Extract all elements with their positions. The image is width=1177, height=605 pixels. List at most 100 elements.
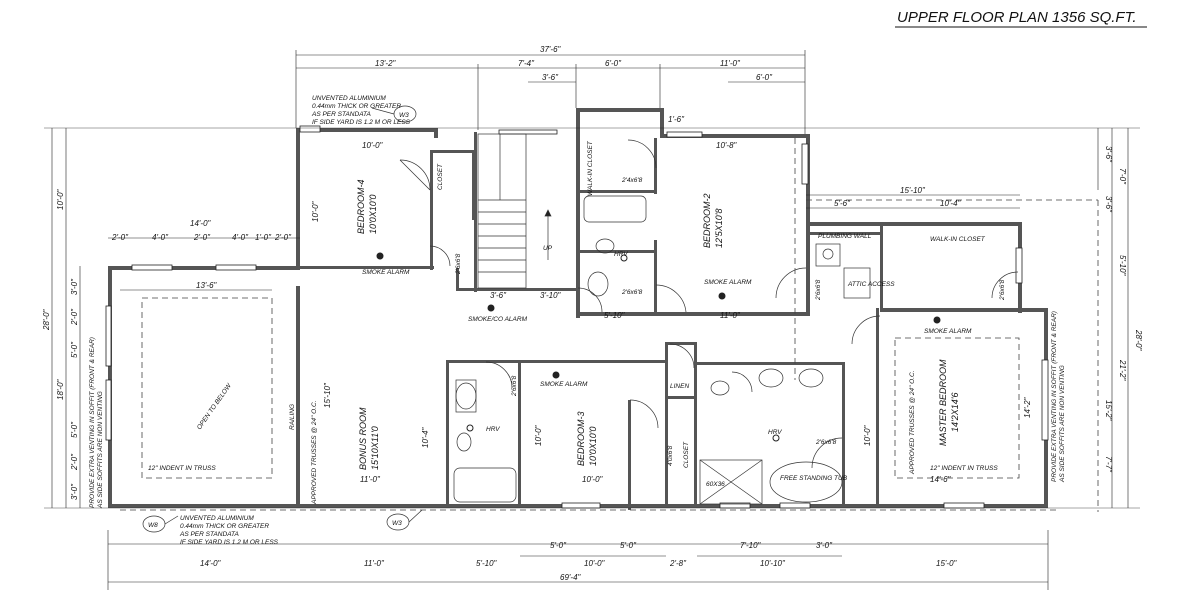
plan-title: UPPER FLOOR PLAN 1356 SQ.FT. (897, 9, 1137, 26)
bonus-room-size: 15'10X11'0 (370, 426, 380, 470)
dim-bot-s2: 5'-0" (620, 541, 637, 550)
dim-b4-width: 10'-0" (362, 141, 384, 150)
door-size-b4: 2'6x6'8 (455, 253, 462, 275)
dim-wic-b: 10'-4" (940, 199, 962, 208)
alu-note-top-2: 0.44mm THICK OR GREATER (312, 103, 401, 110)
dim-top-e: 3'-6" (542, 73, 559, 82)
closet-b3-label: CLOSET (683, 441, 690, 468)
trusses-right-label: APPROVED TRUSSES @ 24" O.C. (909, 370, 916, 475)
alu-note-bottom-4: IF SIDE YARD IS 1.2 M OR LESS (180, 539, 279, 546)
doors (399, 139, 1019, 469)
walkin-closet-top-label: WALK-IN CLOSET (587, 140, 594, 196)
dim-left-5b: 5'-0" (70, 421, 79, 438)
railing-label: RAILING (289, 404, 296, 430)
door-size-closet-b3: 4'0x6'8 (667, 445, 674, 466)
bedroom-4-size: 10'0X10'0 (368, 195, 378, 234)
soffit-note-right-2: AS SIDE SOFFITS ARE NON VENTING (1059, 365, 1066, 483)
w3-tag-top: W3 (399, 112, 409, 119)
door-size-master-wic: 2'6x6'8 (999, 279, 1006, 301)
stair (477, 133, 552, 289)
dim-wic-a: 5'-6" (834, 199, 851, 208)
hrv-ensuite: HRV (768, 429, 782, 436)
dim-master-height2: 10'-0" (863, 424, 872, 446)
dim-row-1: 1'-0" (255, 233, 272, 242)
open-to-below-label: OPEN TO BELOW (196, 382, 233, 431)
dim-b3-bottom: 10'-0" (582, 475, 604, 484)
dim-b2-width: 10'-8" (716, 141, 738, 150)
dim-row-4b: 4'-0" (232, 233, 249, 242)
plumbing-wall-label: PLUMBING WALL (818, 233, 872, 240)
dim-bot-s3: 7'-10" (740, 541, 762, 550)
dim-top-a: 13'-2" (375, 59, 397, 68)
dim-b4-height: 10'-0" (311, 200, 320, 222)
dim-right-77: 7'-7" (1104, 456, 1113, 473)
dim-top-g: 1'-6" (668, 115, 685, 124)
dim-top-b: 7'-4" (518, 59, 535, 68)
door-size-plumbing: 2'6x6'8 (815, 279, 822, 301)
dim-bot-7: 15'-0" (936, 559, 958, 568)
walkin-closet-master-label: WALK-IN CLOSET (930, 236, 986, 243)
bedroom-3-size: 10'0X10'0 (588, 427, 598, 466)
dimension-lines (44, 50, 1140, 590)
windows (105, 125, 1049, 509)
fixtures (453, 195, 871, 505)
smoke-alarm-b2: SMOKE ALARM (704, 279, 752, 286)
dim-left-total: 28'-0" (42, 308, 51, 331)
closet-b4-label: CLOSET (437, 163, 444, 190)
alu-note-bottom-2: 0.44mm THICK OR GREATER (180, 523, 269, 530)
master-bedroom-size: 14'2X14'6 (950, 393, 960, 432)
master-bedroom-name: MASTER BEDROOM (938, 359, 948, 446)
stair-up-label: UP (543, 245, 553, 252)
dim-left-3a: 3'-0" (70, 278, 79, 295)
alu-note-top-4: IF SIDE YARD IS 1.2 M OR LESS (312, 119, 411, 126)
dim-left-18: 18'-0" (56, 378, 65, 400)
dim-bot-5: 2'-8" (669, 559, 687, 568)
dim-b3-height: 10'-0" (534, 424, 543, 446)
smoke-alarm-b3: SMOKE ALARM (540, 381, 588, 388)
dim-overall-bottom: 69'-4" (560, 573, 582, 582)
dim-bot-2: 11'-0" (364, 559, 385, 568)
dim-row-4a: 4'-0" (152, 233, 169, 242)
dim-master-bottom: 14'-6" (930, 475, 952, 484)
dim-left-2b: 2'-0" (70, 453, 79, 471)
dim-right-total: 28'-0" (1134, 329, 1143, 352)
dim-right-21: 21'-2" (1118, 359, 1127, 382)
bonus-room-name: BONUS ROOM (358, 407, 368, 470)
interior-walls (296, 132, 883, 510)
dim-master-height: 14'-2" (1023, 396, 1032, 418)
bedroom-2-size: 12'5X10'8 (714, 209, 724, 248)
door-size-bath: 2'6x6'8 (621, 289, 643, 296)
alu-note-bottom-1: UNVENTED ALUMINIUM (180, 515, 254, 522)
dashed-outlines (120, 138, 1099, 512)
dim-left-3b: 3'-0" (70, 483, 79, 500)
dim-open-width: 13'-6" (196, 281, 218, 290)
dim-top-c: 6'-0" (605, 59, 622, 68)
dim-b2-bottom: 5'-10" (604, 311, 626, 320)
alarm-icons (376, 252, 941, 442)
indent-left-label: 12" INDENT IN TRUSS (148, 465, 216, 472)
dim-right-36: 3'-6" (1104, 146, 1113, 163)
smoke-alarm-b4: SMOKE ALARM (362, 269, 410, 276)
hrv-bath-top: HRV (614, 251, 628, 258)
door-size-ensuite: 2'6x6'8 (815, 439, 837, 446)
dim-top-d: 11'-0" (720, 59, 741, 68)
smoke-co-alarm: SMOKE/CO ALARM (468, 316, 528, 323)
w8-tag: W8 (148, 522, 158, 529)
dim-bot-1: 14'-0" (200, 559, 222, 568)
hrv-bath-left: HRV (486, 426, 500, 433)
door-size-wic: 2'4x6'8 (621, 177, 643, 184)
alu-note-top-1: UNVENTED ALUMINIUM (312, 95, 386, 102)
dim-bonus-bottom: 11'-0" (360, 475, 381, 484)
dim-right-510: 5'-10" (1118, 255, 1127, 277)
dim-overall-top: 37'-6" (540, 45, 562, 54)
dim-row-14: 14'-0" (190, 219, 212, 228)
free-standing-tub-label: FREE STANDING TUB (780, 475, 848, 482)
bedroom-2-name: BEDROOM-2 (702, 193, 712, 248)
dim-bot-3: 5'-10" (476, 559, 498, 568)
dim-stair-b: 3'-10" (540, 291, 562, 300)
door-size-bath-left: 2'6x6'8 (511, 375, 518, 397)
dim-bonus-height: 15'-10" (323, 382, 332, 408)
smoke-alarm-master: SMOKE ALARM (924, 328, 972, 335)
window-tag-markers (142, 105, 423, 533)
